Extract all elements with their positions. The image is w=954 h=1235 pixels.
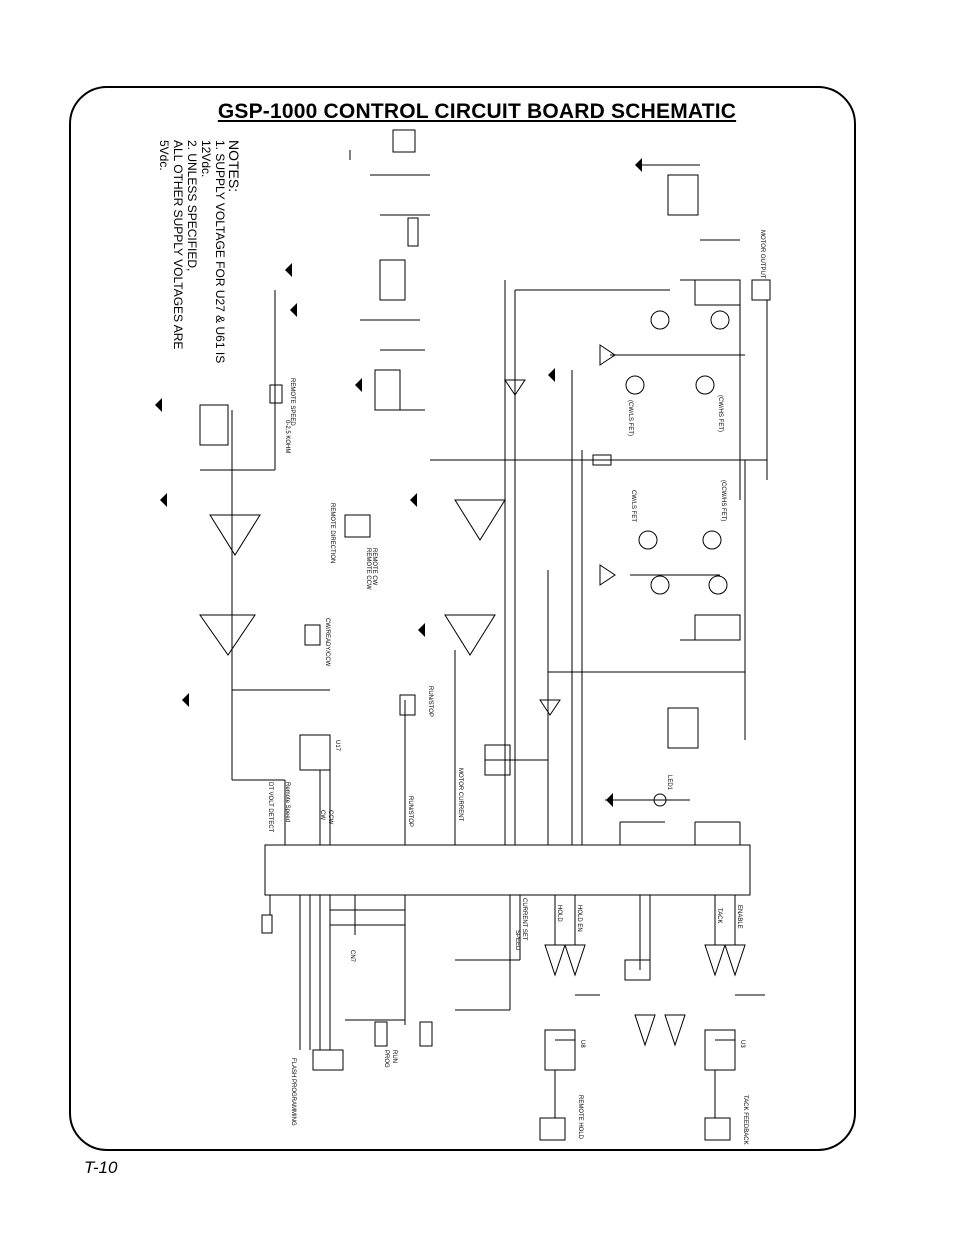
fet-ft22	[638, 530, 658, 550]
optocoupler-u3	[704, 1029, 736, 1071]
note-line: ALL OTHER SUPPLY VOLTAGES ARE 5Vdc.	[157, 140, 185, 350]
inverter-u2c	[664, 1014, 686, 1047]
page-frame	[69, 86, 856, 1151]
inverter-u2d	[634, 1014, 656, 1047]
page-title: GSP-1000 CONTROL CIRCUIT BOARD SCHEMATIC	[217, 100, 737, 123]
ground-symbol	[418, 623, 425, 637]
led1	[653, 793, 667, 807]
buffer-u21	[599, 344, 616, 366]
notes-block: NOTES: 1. SUPPLY VOLTAGE FOR U27 & U61 I…	[157, 140, 242, 380]
resistor-r51	[407, 217, 419, 247]
optocoupler-u8	[544, 1029, 576, 1071]
page-number: T-10	[84, 1158, 118, 1177]
ic-u62	[199, 404, 229, 446]
buffer-u29	[504, 379, 526, 396]
ic-u51	[379, 259, 406, 301]
transistor-u24b	[708, 575, 728, 595]
jumper-j2	[419, 1021, 433, 1047]
switch-sw2	[304, 624, 321, 646]
notes-heading: NOTES:	[226, 140, 242, 193]
connector-cn15	[344, 514, 371, 538]
ground-symbol	[160, 493, 167, 507]
bridge-d21	[694, 279, 741, 306]
opamp-u60a	[454, 499, 506, 541]
ground-symbol	[290, 303, 297, 317]
connector-cn21	[751, 279, 771, 301]
ground-symbol	[155, 398, 162, 412]
microcontroller-block	[264, 844, 751, 896]
ground-symbol	[285, 263, 292, 277]
ic-u27b	[667, 174, 699, 216]
buffer-u22	[599, 564, 616, 586]
switch-sw1	[399, 694, 416, 716]
opamp-u61b	[199, 614, 256, 656]
jumper-j1	[374, 1021, 388, 1047]
connector-cn20	[392, 129, 416, 153]
fet-ft24	[702, 530, 722, 550]
ic-u27a	[667, 707, 699, 749]
bridge-d22	[694, 614, 741, 641]
transistor-u24d	[650, 575, 670, 595]
ground-symbol	[635, 158, 642, 172]
connector-cn12	[539, 1117, 566, 1141]
connector-cn1	[312, 1049, 344, 1071]
inverter-u16b	[564, 944, 586, 977]
transistor-u23b	[710, 310, 730, 330]
buffer-u25	[539, 699, 561, 716]
transistor-u23d	[650, 310, 670, 330]
inverter-u2b	[724, 944, 746, 977]
ic-u17	[299, 734, 331, 771]
opamp-u60b	[444, 614, 496, 656]
ic-u52	[374, 369, 401, 411]
opamp-u61a	[209, 514, 261, 556]
connector-cn13	[624, 959, 651, 981]
connector-cn14	[269, 384, 283, 404]
resistor-r20	[592, 454, 612, 466]
ground-symbol	[182, 693, 189, 707]
fet-ft23	[695, 375, 715, 395]
ground-symbol	[606, 793, 613, 807]
fet-ft21	[625, 375, 645, 395]
ground-symbol	[548, 368, 555, 382]
inverter-u16a	[544, 944, 566, 977]
inverter-u2a	[704, 944, 726, 977]
resistor-bank-r33-r36	[484, 744, 511, 776]
note-line: 2. UNLESS SPECIFIED,	[185, 140, 199, 272]
crystal-xt1	[261, 914, 273, 934]
ground-symbol	[355, 378, 362, 392]
ground-symbol	[410, 493, 417, 507]
note-line: 1. SUPPLY VOLTAGE FOR U27 & U61 IS 12Vdc…	[199, 140, 227, 364]
connector-cn11	[704, 1117, 731, 1141]
